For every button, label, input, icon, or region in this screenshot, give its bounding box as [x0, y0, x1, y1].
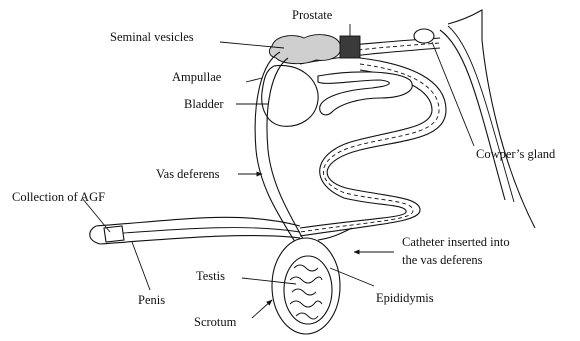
- penis-shaft-upper: [96, 217, 300, 226]
- label-ampullae: Ampullae: [172, 70, 222, 84]
- penis-leader: [132, 242, 150, 290]
- scrotum-arrow: [252, 300, 272, 318]
- testis-shape: [284, 256, 332, 324]
- label-catheter-line2: the vas deferens: [402, 253, 483, 267]
- penis-shaft-mid: [110, 228, 300, 234]
- cowpers-gland-leader: [432, 42, 474, 146]
- bladder-shape: [262, 65, 318, 126]
- label-seminal-vesicles: Seminal vesicles: [110, 30, 194, 44]
- label-epididymis: Epididymis: [376, 291, 434, 305]
- ampullae-leader: [246, 78, 262, 82]
- prostate-shape: [340, 36, 360, 58]
- label-scrotum: Scrotum: [194, 315, 237, 329]
- label-prostate: Prostate: [292, 8, 333, 22]
- label-testis: Testis: [196, 269, 225, 283]
- label-collection-agf: Collection of AGF: [12, 190, 105, 204]
- label-catheter-line1: Catheter inserted into: [402, 235, 510, 249]
- label-vas-deferens: Vas deferens: [156, 167, 220, 181]
- seminal-vesicles-shape: [269, 35, 340, 64]
- sigmoid-flexure-outer: [300, 58, 446, 236]
- label-cowpers-gland: Cowper’s gland: [476, 147, 556, 161]
- penis-tip: [90, 226, 100, 244]
- inner-coil: [318, 72, 412, 115]
- label-penis: Penis: [138, 293, 165, 307]
- penis-shaft-lower: [100, 236, 300, 244]
- label-bladder: Bladder: [184, 97, 224, 111]
- cowpers-gland-shape: [414, 29, 434, 43]
